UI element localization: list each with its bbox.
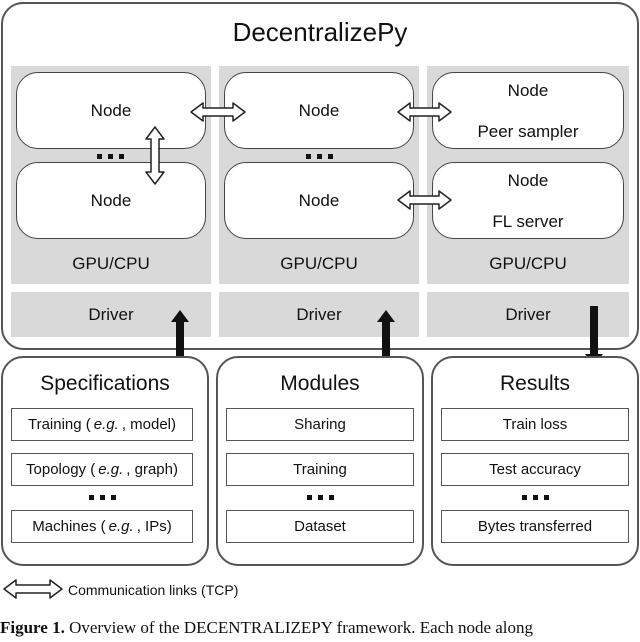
caption-label: Figure 1. — [0, 618, 65, 637]
node-col2-top: Node — [224, 72, 414, 149]
result-item-bytes-transferred: Bytes transferred — [441, 510, 629, 543]
specifications-title: Specifications — [40, 372, 170, 395]
node-fl-server: Node FL server — [432, 162, 624, 239]
gpu-cpu-label-3: GPU/CPU — [489, 254, 567, 273]
link-arrow-v1 — [145, 126, 165, 185]
node-label: Node — [298, 100, 340, 120]
modules-title: Modules — [280, 372, 360, 395]
spec-item-training: Training (e.g., model) — [11, 408, 193, 441]
link-arrow-h1 — [190, 102, 246, 122]
node-label: Node — [90, 190, 132, 210]
spec-item-topology: Topology (e.g., graph) — [11, 453, 193, 486]
result-item-train-loss: Train loss — [441, 408, 629, 441]
node-peer-sampler: Node Peer sampler — [432, 72, 624, 149]
download-arrow-results — [585, 306, 603, 366]
figure-caption: Figure 1. Overview of the DECENTRALIZEPY… — [0, 618, 640, 642]
results-title: Results — [499, 372, 571, 395]
node-col2-bottom: Node — [224, 162, 414, 239]
node-col1-top: Node — [16, 72, 206, 149]
module-item-dataset: Dataset — [226, 510, 414, 543]
peer-sampler-label: Peer sampler — [477, 122, 579, 141]
spec-ellipsis — [82, 491, 122, 503]
upload-arrow-specifications — [171, 310, 189, 370]
result-item-test-accuracy: Test accuracy — [441, 453, 629, 486]
legend-arrow — [3, 579, 63, 599]
fl-server-label: FL server — [492, 212, 564, 231]
node-label: Node — [507, 81, 549, 100]
gpu-cpu-label-2: GPU/CPU — [280, 254, 358, 273]
ellipsis-col2 — [299, 150, 339, 162]
results-ellipsis — [515, 491, 555, 503]
caption-text: Overview of the DECENTRALIZEPY framework… — [69, 618, 534, 637]
upload-arrow-modules — [377, 310, 395, 370]
legend-label: Communication links (TCP) — [68, 582, 239, 598]
gpu-cpu-label-1: GPU/CPU — [72, 254, 150, 273]
node-label: Node — [90, 100, 132, 120]
link-arrow-h2 — [397, 102, 452, 122]
module-item-training: Training — [226, 453, 414, 486]
ellipsis-col1 — [90, 150, 130, 162]
module-item-sharing: Sharing — [226, 408, 414, 441]
node-label: Node — [298, 190, 340, 210]
node-col1-bottom: Node — [16, 162, 206, 239]
framework-title: DecentralizePy — [232, 16, 408, 47]
link-arrow-h3 — [397, 190, 452, 210]
node-label: Node — [507, 171, 549, 190]
modules-ellipsis — [300, 491, 340, 503]
spec-item-machines: Machines (e.g., IPs) — [11, 510, 193, 543]
